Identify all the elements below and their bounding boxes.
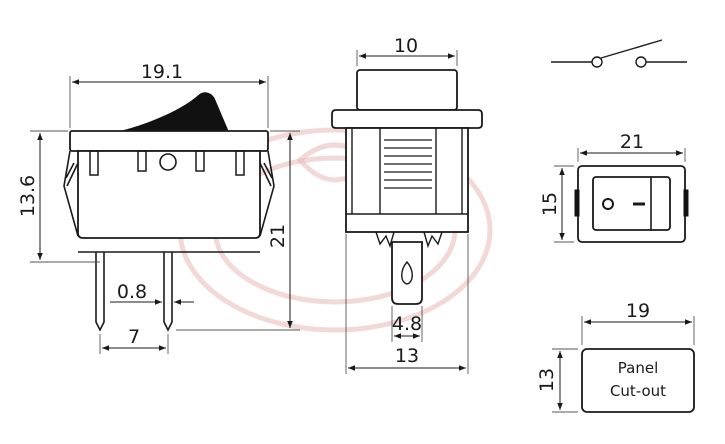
side-post-mid-left [137,150,147,172]
top-view [574,165,689,243]
dim-cutout-width: 19 [626,300,650,322]
cutout-dimensions: 19 13 [536,300,695,413]
right-latch [259,150,275,237]
cutout-label-line2: Cut-out [610,382,666,400]
panel-cutout: Panel Cut-out [581,348,695,413]
top-side-clip-left [574,189,580,217]
terminal-right [163,252,173,332]
rocker-o-mark-icon [602,198,614,210]
side-view-dimensions: 19.1 13.6 21 0.8 7 [17,61,300,354]
front-bezel [331,109,483,129]
side-flange [69,130,269,152]
front-tab-terminal [391,241,423,305]
dim-side-width: 19.1 [141,61,183,83]
front-view [331,69,483,305]
dim-pin-thickness: 0.8 [117,281,147,303]
dim-top-height: 15 [539,192,561,216]
dim-tab-width: 4.8 [392,313,422,335]
top-view-dimensions: 21 15 [539,131,686,243]
front-ribs [384,139,432,189]
side-post-right [235,150,245,176]
side-post-left [89,150,99,176]
cutout-rect [581,348,695,413]
side-indicator-hole [159,153,177,171]
cutout-label-line1: Panel [618,359,658,377]
side-body [77,150,261,239]
switch-symbol-icon [551,39,687,68]
dim-front-top-width: 10 [394,35,418,57]
dim-pin-pitch: 7 [128,326,140,348]
front-actuator [356,69,458,111]
front-view-dimensions: 10 4.8 13 [345,35,469,374]
top-rocker [592,176,671,231]
dim-top-width: 21 [620,131,644,153]
side-view [63,92,275,332]
terminal-left [95,252,105,332]
rocker-actuator [121,92,229,132]
dim-side-body-height: 13.6 [17,175,39,217]
tab-hole [401,260,413,285]
dim-side-total-height: 21 [267,224,289,248]
dim-front-width: 13 [395,345,419,367]
dim-cutout-height: 13 [536,368,558,392]
left-latch [63,150,79,237]
top-side-clip-right [683,189,689,217]
side-post-mid-right [195,150,205,172]
